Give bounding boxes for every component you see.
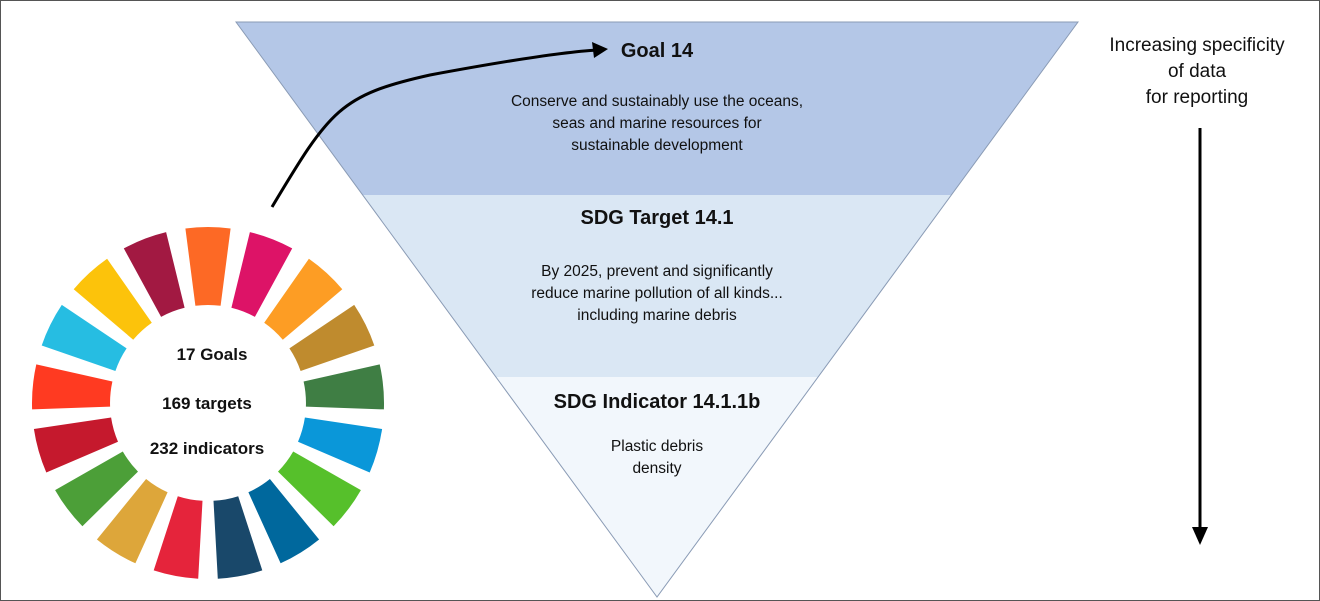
sdg-wheel-segment: [96, 479, 168, 564]
goal-link-arrowhead: [592, 42, 608, 58]
goal-description-line: sustainable development: [571, 137, 743, 154]
sdg-wheel-segment: [298, 417, 383, 473]
sdg-wheel-segment: [248, 479, 320, 564]
sdg-wheel-segment: [303, 364, 385, 410]
wheel-targets-count: 169 targets: [162, 394, 252, 413]
sdg-wheel-segment: [264, 258, 343, 340]
sdg-wheel-segment: [123, 232, 185, 317]
sdg-wheel: [31, 227, 385, 579]
specificity-label-line: for reporting: [1145, 87, 1249, 108]
sdg-wheel-segment: [55, 451, 138, 527]
wheel-goals-count: 17 Goals: [176, 345, 248, 364]
specificity-label-line: Increasing specificity: [1109, 35, 1285, 56]
sdg-wheel-segment: [185, 227, 231, 306]
sdg-wheel-segment: [231, 232, 293, 317]
indicator-description-line: density: [632, 460, 682, 477]
pyramid-outline: [235, 21, 1079, 598]
target-description-line: reduce marine pollution of all kinds...: [531, 285, 783, 302]
specificity-arrowhead: [1192, 527, 1208, 545]
indicator-band: [496, 377, 818, 597]
indicator-title: SDG Indicator 14.1.1b: [553, 391, 761, 413]
goal-description-line: seas and marine resources for: [552, 115, 762, 132]
sdg-wheel-segment: [41, 304, 127, 371]
goal-title: Goal 14: [620, 40, 694, 62]
wheel-indicators-count: 232 indicators: [149, 439, 265, 458]
sdg-wheel-segment: [33, 417, 118, 473]
target-title: SDG Target 14.1: [580, 207, 734, 229]
sdg-wheel-segment: [213, 496, 263, 579]
sdg-wheel-segment: [31, 364, 113, 410]
sdg-wheel-segment: [289, 304, 375, 371]
sdg-wheel-segment: [73, 258, 152, 340]
indicator-description-line: Plastic debris: [610, 438, 704, 455]
goal-link-arrow: [270, 48, 599, 208]
target-band: [363, 195, 951, 377]
goal-band: [236, 22, 1078, 195]
target-description-line: By 2025, prevent and significantly: [541, 263, 773, 280]
specificity-label-line: of data: [1167, 61, 1227, 82]
sdg-wheel-segment: [278, 451, 361, 527]
goal-description-line: Conserve and sustainably use the oceans,: [510, 93, 804, 110]
sdg-wheel-segment: [153, 496, 203, 579]
target-description-line: including marine debris: [577, 307, 737, 324]
